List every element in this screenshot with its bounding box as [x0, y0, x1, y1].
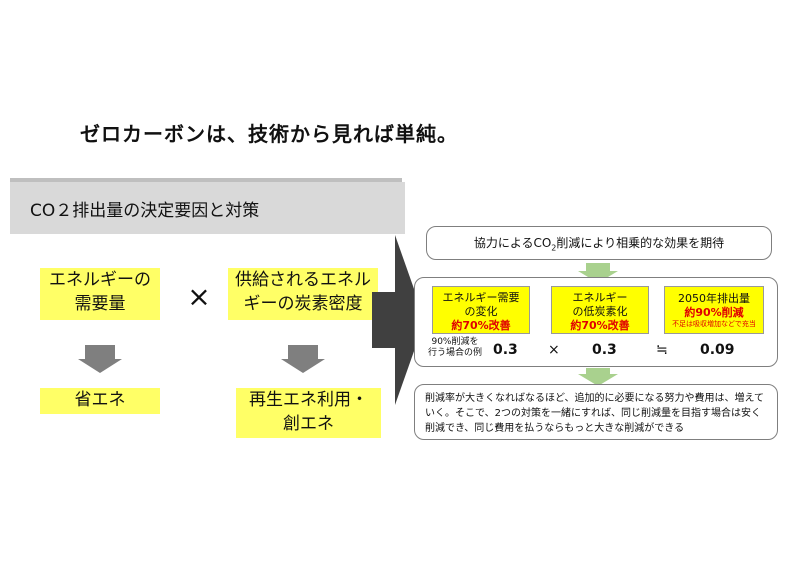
value-result: 0.09: [700, 342, 735, 358]
renewable-energy-box: 再生エネ利用・ 創エネ: [236, 388, 381, 438]
energy-saving-box: 省エネ: [40, 388, 160, 414]
cell-2-line1: エネルギー: [572, 291, 628, 304]
synergy-box: 協力によるCO2削減により相乗的な効果を期待: [426, 226, 772, 260]
down-arrow-left-stem: [85, 345, 115, 359]
synergy-text-pre: 協力によるCO: [473, 236, 552, 250]
value-times: ×: [548, 342, 560, 358]
down-arrow-left-icon: [78, 359, 122, 373]
banner-top-rule: [10, 178, 402, 182]
green-arrow-2-icon: [578, 374, 618, 386]
cell-1-improvement: 約70%改善: [451, 319, 511, 332]
example-label: 90%削減を 行う場合の例: [427, 337, 482, 358]
value-demand: 0.3: [493, 342, 518, 358]
multiply-sign: ×: [187, 280, 211, 313]
synergy-text: 協力によるCO2削減により相乗的な効果を期待: [427, 227, 771, 264]
cell-2-line2: の低炭素化: [572, 305, 628, 318]
value-approx: ≒: [656, 342, 668, 358]
emission-2050-cell: 2050年排出量 約90%削減 不足は吸収増加などで充当: [664, 286, 764, 334]
explanation-box: 削減率が大きくなればなるほど、追加的に必要になる努力や費用は、増えていく。そこで…: [414, 384, 778, 440]
cell-1-line2: の変化: [464, 305, 498, 318]
banner-label: CO２排出量の決定要因と対策: [30, 201, 260, 221]
cell-3-reduction: 約90%削減: [684, 306, 744, 319]
cell-3-note: 不足は吸収増加などで充当: [672, 320, 756, 328]
cell-3-line1: 2050年排出量: [678, 292, 750, 305]
cell-1-line1: エネルギー需要: [442, 291, 520, 304]
big-arrow-stem: [372, 292, 396, 348]
low-carbon-cell: エネルギー の低炭素化 約70%改善: [551, 286, 649, 334]
green-arrow-2-stem: [586, 368, 610, 374]
down-arrow-right-icon: [281, 359, 325, 373]
value-carbon: 0.3: [592, 342, 617, 358]
green-arrow-1-stem: [586, 263, 610, 271]
explanation-text: 削減率が大きくなればなるほど、追加的に必要になる努力や費用は、増えていく。そこで…: [425, 393, 764, 434]
down-arrow-right-stem: [288, 345, 318, 359]
section-banner: [10, 182, 405, 234]
cell-2-improvement: 約70%改善: [570, 319, 630, 332]
page-title: ゼロカーボンは、技術から見れば単純。: [80, 122, 458, 146]
synergy-text-sub: 2: [551, 243, 557, 253]
synergy-text-post: 削減により相乗的な効果を期待: [556, 236, 725, 250]
carbon-density-factor-box: 供給されるエネル ギーの炭素密度: [228, 268, 378, 320]
demand-factor-box: エネルギーの 需要量: [40, 268, 160, 320]
demand-change-cell: エネルギー需要 の変化 約70%改善: [432, 286, 530, 334]
